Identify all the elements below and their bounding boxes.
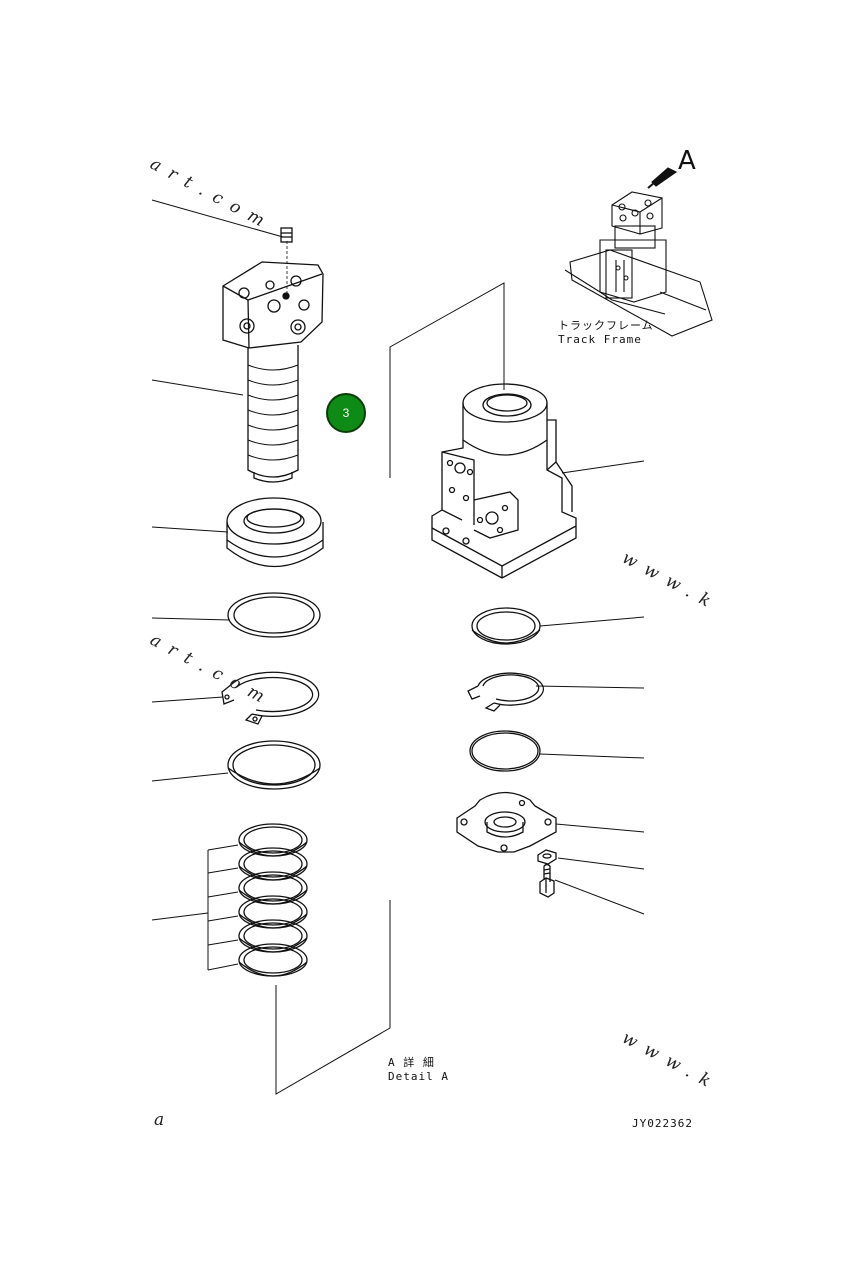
detail-label-en: Detail A xyxy=(388,1070,449,1083)
o-ring-small xyxy=(471,607,541,645)
track-frame-inset xyxy=(564,167,713,337)
part-callout-badge[interactable]: 3 xyxy=(326,393,366,433)
washer xyxy=(537,849,557,865)
track-frame-label-jp: トラックフレーム xyxy=(558,319,654,332)
o-ring-thin xyxy=(469,730,541,772)
view-letter: A xyxy=(678,146,696,176)
end-cover xyxy=(456,791,557,853)
seal-stack xyxy=(238,823,308,977)
detail-bracket xyxy=(275,282,505,1095)
leader-lines xyxy=(151,199,645,971)
corner-letter: a xyxy=(154,1110,175,1130)
drawing-code: JY022362 xyxy=(632,1117,693,1130)
back-up-ring xyxy=(227,740,321,790)
snap-ring-large xyxy=(221,671,320,725)
seal-cover xyxy=(226,497,324,567)
o-ring-large xyxy=(227,592,321,638)
bolt xyxy=(539,863,555,898)
plug-fitting xyxy=(280,227,293,243)
snap-ring-small xyxy=(467,672,544,712)
swivel-rotor xyxy=(222,241,324,483)
track-frame-label-en: Track Frame xyxy=(558,333,642,346)
swivel-housing xyxy=(431,383,577,579)
detail-label-jp: A 詳 細 xyxy=(388,1056,435,1069)
